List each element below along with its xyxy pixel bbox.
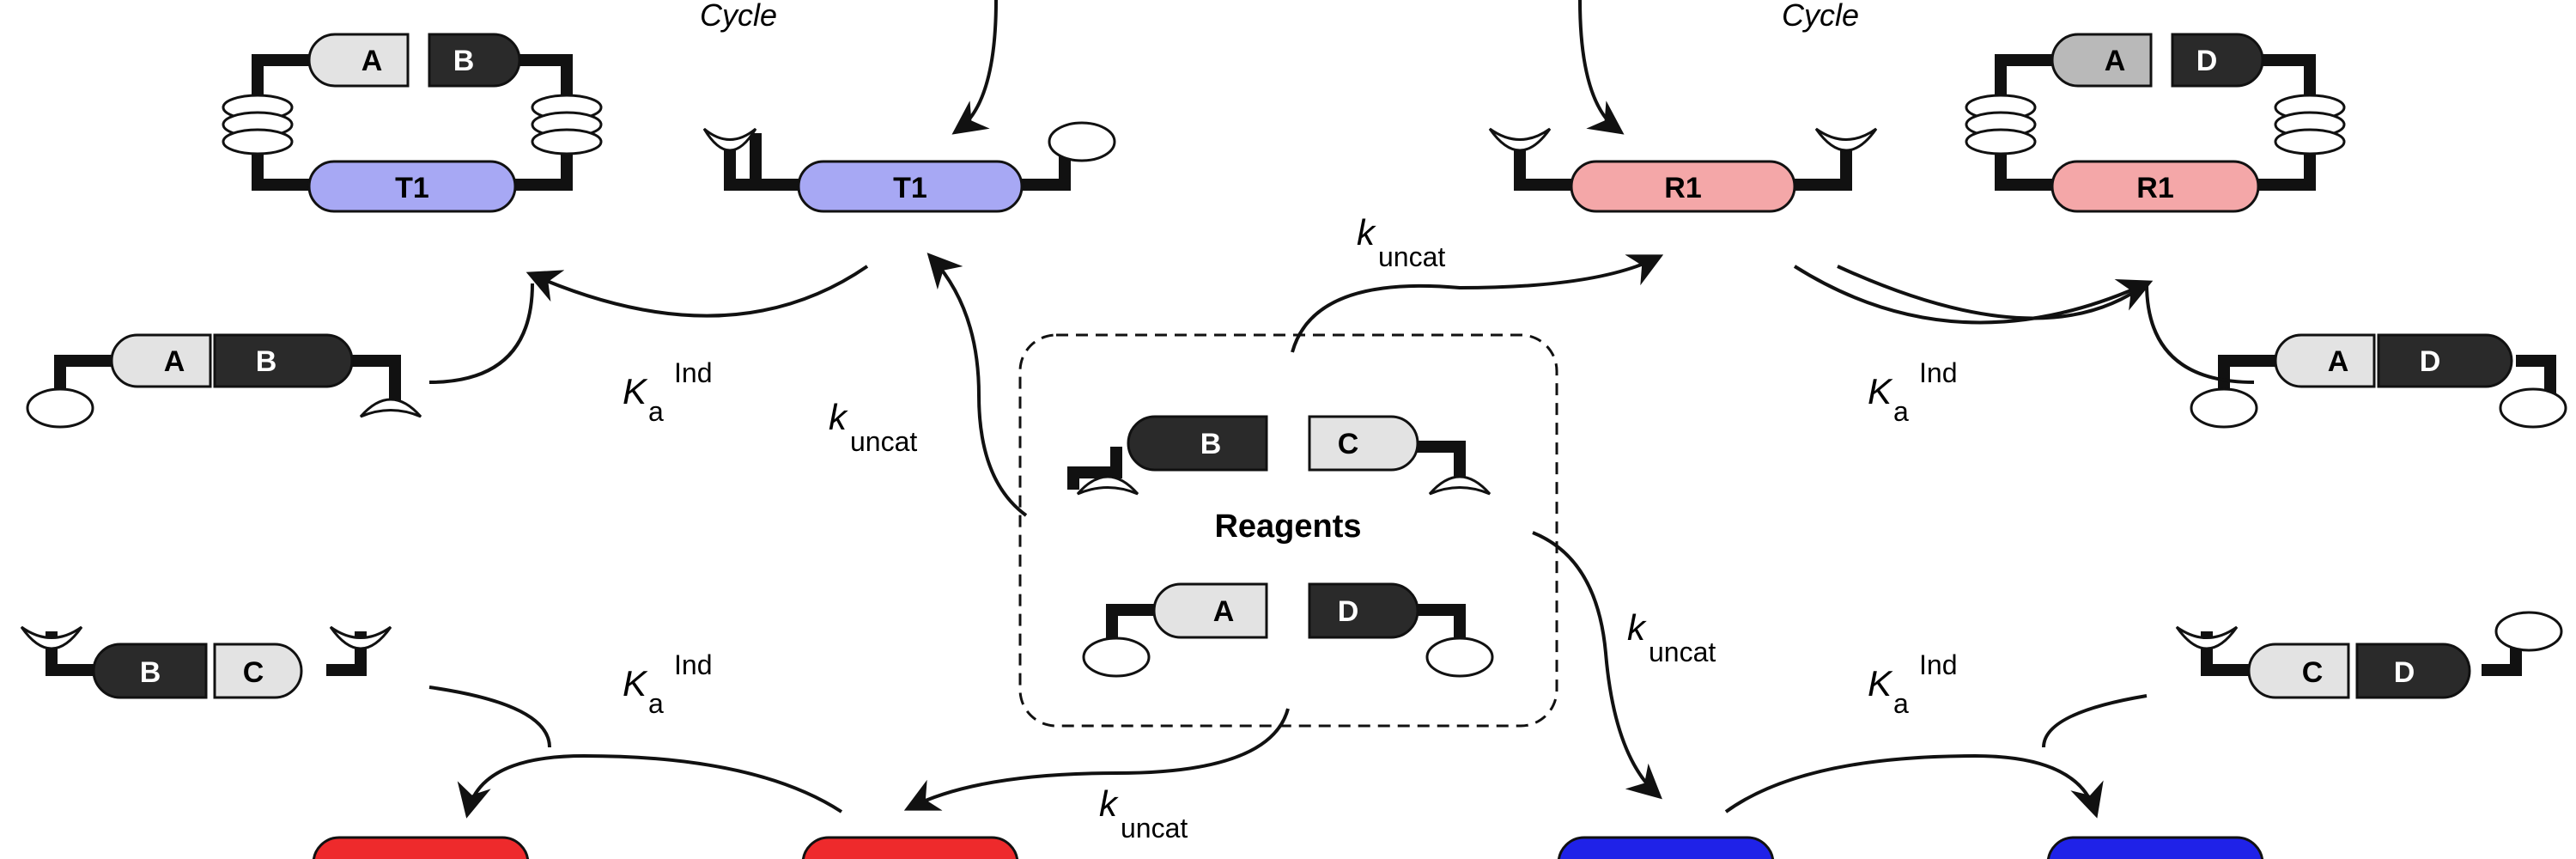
block-label: C (243, 656, 264, 689)
block-label: D (2420, 345, 2441, 378)
svg-text:k: k (1627, 607, 1647, 648)
rate-label-ka-ind-bottom-right: K a Ind (1868, 649, 1957, 719)
rate-label-kuncat-bottom: k uncat (1099, 783, 1188, 844)
template-t1-free: T1 (702, 121, 1116, 213)
cycle-label-left: Cycle (700, 0, 777, 33)
svg-text:uncat: uncat (1121, 813, 1188, 844)
rate-label-ka-ind-top-right: K a Ind (1868, 357, 1957, 427)
rate-label-ka-ind-top-left: K a Ind (623, 357, 712, 427)
svg-text:Ind: Ind (674, 649, 712, 680)
molecule-bc: B C (20, 625, 392, 699)
svg-text:k: k (1357, 212, 1376, 253)
cycle-label-right: Cycle (1782, 0, 1859, 33)
svg-text:a: a (1893, 688, 1909, 719)
svg-text:uncat: uncat (850, 426, 917, 457)
block-label: C (2302, 656, 2324, 689)
block-label: D (2394, 656, 2415, 689)
block-label: B (1200, 428, 1222, 460)
svg-text:k: k (1099, 783, 1119, 824)
block-label: D (2196, 45, 2218, 77)
complex-ad-r1: A D R1 (1965, 33, 2346, 213)
block-label: A (164, 345, 185, 378)
rate-label-kuncat-left: k uncat (829, 397, 917, 457)
svg-text:Ind: Ind (674, 357, 712, 388)
template-label: R1 (2136, 172, 2173, 204)
reagents-box: B C Reagents A D (1018, 333, 1558, 728)
svg-text:K: K (623, 371, 648, 411)
complex-ab-t1: A B T1 (222, 33, 603, 213)
template-r1-free: R1 (1488, 127, 1878, 213)
template-label: T1 (395, 172, 429, 204)
svg-text:a: a (648, 396, 664, 427)
svg-text:uncat: uncat (1649, 637, 1716, 667)
arrows (428, 0, 2255, 819)
block-label: A (361, 45, 383, 77)
svg-text:K: K (623, 663, 648, 704)
svg-text:K: K (1868, 371, 1893, 411)
block-label: B (256, 345, 277, 378)
svg-text:Ind: Ind (1919, 357, 1957, 388)
block-label: C (1338, 428, 1359, 460)
rate-label-ka-ind-bottom-left: K a Ind (623, 649, 712, 719)
bottom-templates (312, 836, 2264, 859)
block-label: A (2105, 45, 2126, 77)
block-label: D (1338, 595, 1359, 628)
svg-text:k: k (829, 397, 848, 437)
molecule-ab: A B (26, 333, 422, 429)
svg-text:a: a (1893, 396, 1909, 427)
template-label: R1 (1664, 172, 1701, 204)
rate-label-kuncat-right: k uncat (1627, 607, 1716, 667)
block-label: A (1213, 595, 1235, 628)
rate-label-kuncat-top-right: k uncat (1357, 212, 1445, 272)
molecule-cd: C D (2175, 611, 2563, 699)
block-label: A (2328, 345, 2349, 378)
svg-text:a: a (648, 688, 664, 719)
svg-text:Ind: Ind (1919, 649, 1957, 680)
template-label: T1 (893, 172, 927, 204)
block-label: B (140, 656, 161, 689)
block-label: B (453, 45, 475, 77)
molecule-ad: A D (2190, 333, 2567, 429)
reagents-title: Reagents (1214, 509, 1361, 545)
svg-text:uncat: uncat (1378, 241, 1445, 272)
svg-text:K: K (1868, 663, 1893, 704)
